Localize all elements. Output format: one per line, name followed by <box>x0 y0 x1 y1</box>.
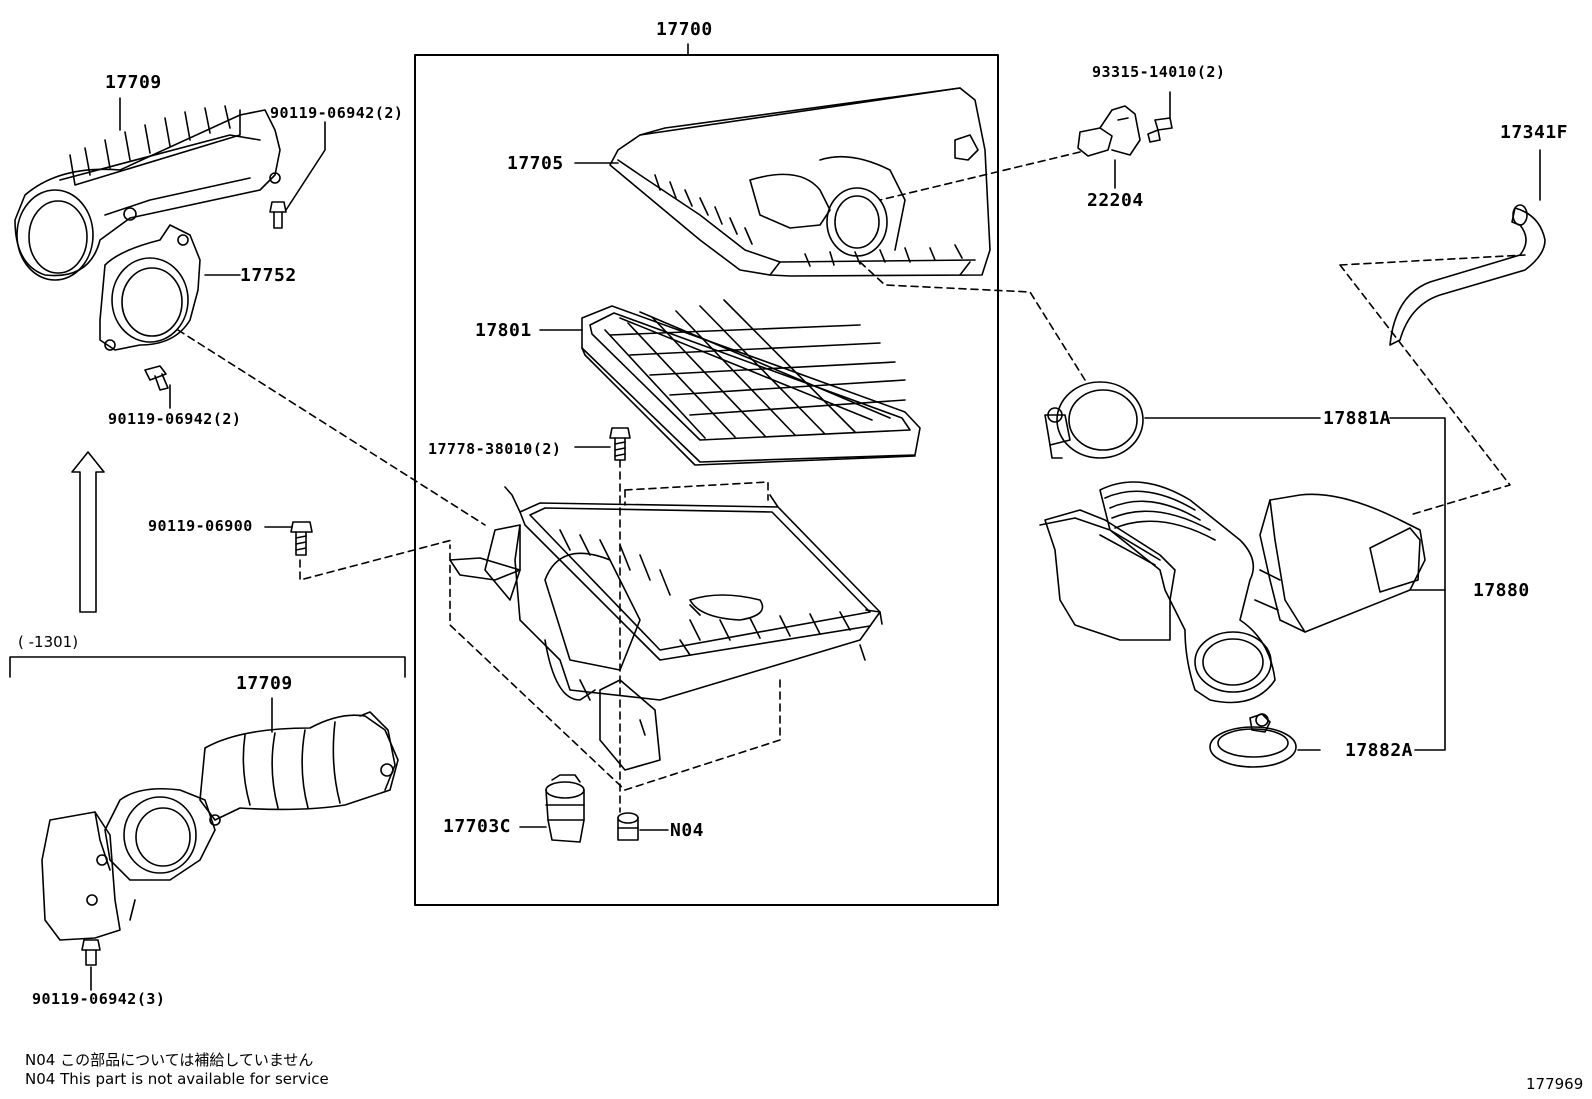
bolt-90119-06900 <box>290 521 313 556</box>
clamp-17882A <box>1209 713 1297 768</box>
label-17341F: 17341F <box>1500 122 1569 143</box>
label-90119-06942-bottom: 90119-06942(3) <box>32 990 166 1008</box>
bolt-90119-06942-mid <box>144 365 169 391</box>
intake-duct-17709-top <box>14 105 281 281</box>
dashed-hose <box>1339 254 1526 516</box>
dashed-17752-case <box>177 329 486 526</box>
label-17882A: 17882A <box>1345 740 1414 761</box>
adapter-17752 <box>99 224 201 351</box>
label-90119-06900: 90119-06900 <box>148 517 253 535</box>
grommet-N04 <box>617 812 639 841</box>
screw-93315-14010 <box>1147 117 1173 143</box>
air-cleaner-cap-17705 <box>609 87 991 277</box>
label-90119-06942-mid: 90119-06942(2) <box>108 410 242 428</box>
bracket-17881A-17882A <box>1389 417 1446 751</box>
air-cleaner-case <box>449 486 883 771</box>
label-17881A: 17881A <box>1323 408 1392 429</box>
dashed-06900-case <box>299 539 453 581</box>
figure-number: 177969 <box>1526 1075 1584 1093</box>
dashed-guides-box <box>449 459 781 813</box>
label-17709-bottom: 17709 <box>236 673 293 694</box>
date-bracket <box>9 656 406 678</box>
assembly-box-17700 <box>414 43 999 906</box>
intake-duct-17709-bottom <box>41 711 399 941</box>
part-17703C <box>545 774 585 843</box>
hose-17341F <box>1389 204 1546 346</box>
note-en: N04 This part is not available for servi… <box>25 1070 329 1088</box>
label-17703C: 17703C <box>443 816 512 837</box>
bolt-17778-38010 <box>609 427 631 461</box>
label-22204: 22204 <box>1087 190 1144 211</box>
sensor-22204 <box>1077 105 1141 157</box>
label-17752: 17752 <box>240 265 297 286</box>
note-jp: N04 この部品については補給していません <box>25 1051 314 1069</box>
date-range-label: ( -1301) <box>18 633 79 651</box>
bolt-90119-06942-top <box>269 201 287 229</box>
label-17801: 17801 <box>475 320 532 341</box>
dashed-cap-clamp <box>859 261 1086 381</box>
label-17700: 17700 <box>656 19 713 40</box>
leader-90119-06942-top <box>285 121 326 211</box>
bolt-90119-06942-bottom <box>81 939 101 966</box>
air-filter-17801 <box>581 299 921 466</box>
label-N04: N04 <box>670 820 705 841</box>
dashed-22204-cap <box>879 151 1081 201</box>
label-17709-top: 17709 <box>105 72 162 93</box>
clamp-17881A <box>1044 381 1144 459</box>
label-17778-38010: 17778-38010(2) <box>428 440 562 458</box>
label-93315-14010: 93315-14010(2) <box>1092 63 1226 81</box>
label-17880: 17880 <box>1473 580 1530 601</box>
up-arrow <box>71 451 105 613</box>
label-90119-06942-top: 90119-06942(2) <box>270 104 404 122</box>
intake-hose-17880 <box>1039 481 1426 704</box>
label-17705: 17705 <box>507 153 564 174</box>
